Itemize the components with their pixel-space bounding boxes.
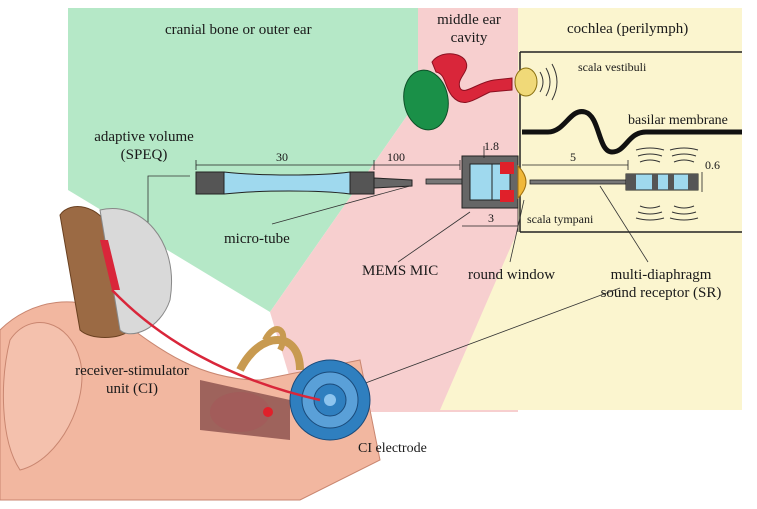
round-window-label: round window (468, 267, 556, 283)
dimension-lines (195, 146, 703, 232)
dim-sr-diameter: 0.6 (705, 158, 720, 172)
dim-tube-length: 30 (276, 150, 288, 164)
mems-mic-body (461, 155, 527, 209)
dim-sr-offset: 5 (570, 150, 576, 164)
sound-receptor-line2: sound receptor (SR) (600, 285, 722, 301)
adaptive-volume-line1: adaptive volume (94, 129, 194, 145)
dim-mic-height: 1.8 (484, 139, 499, 153)
micro-tube-line (425, 178, 463, 185)
ci-electrode-label: CI electrode (358, 441, 427, 456)
region-label-middle: middle ear cavity (424, 11, 514, 47)
sound-receptor-label: multi-diaphragm sound receptor (SR) (588, 266, 734, 302)
basilar-membrane-line (522, 109, 742, 155)
middle-ear-region (270, 8, 518, 412)
receiver-stimulator-line1: receiver-stimulator (75, 363, 189, 379)
sound-receptor-line1: multi-diaphragm (610, 267, 712, 283)
dim-micro-tube-length: 100 (387, 150, 405, 164)
receiver-stimulator-label: receiver-stimulator unit (CI) (62, 362, 202, 398)
round-window-shape (517, 164, 527, 200)
basilar-membrane-label: basilar membrane (628, 113, 728, 128)
scala-vestibuli-label: scala vestibuli (578, 60, 647, 74)
sr-wave-marks (635, 147, 699, 221)
region-label-outer: cranial bone or outer ear (165, 22, 312, 38)
scala-tympani-label: scala tympani (527, 212, 594, 226)
region-label-middle-line2: cavity (450, 30, 488, 46)
adaptive-volume-label: adaptive volume (SPEQ) (70, 128, 218, 164)
region-label-cochlea: cochlea (perilymph) (567, 21, 689, 37)
dim-mic-length: 3 (488, 211, 494, 225)
adaptive-volume-line2: (SPEQ) (120, 147, 168, 163)
micro-tube-label: micro-tube (224, 231, 290, 247)
sr-probe (529, 173, 699, 191)
receiver-stimulator-line2: unit (CI) (105, 381, 159, 397)
cochlea-region (440, 8, 742, 410)
speq-tube (195, 171, 413, 195)
middle-ear-ossicles (403, 53, 558, 131)
mems-mic-label: MEMS MIC (362, 263, 439, 279)
region-label-middle-line1: middle ear (437, 12, 501, 28)
ear-anatomy (0, 206, 381, 501)
